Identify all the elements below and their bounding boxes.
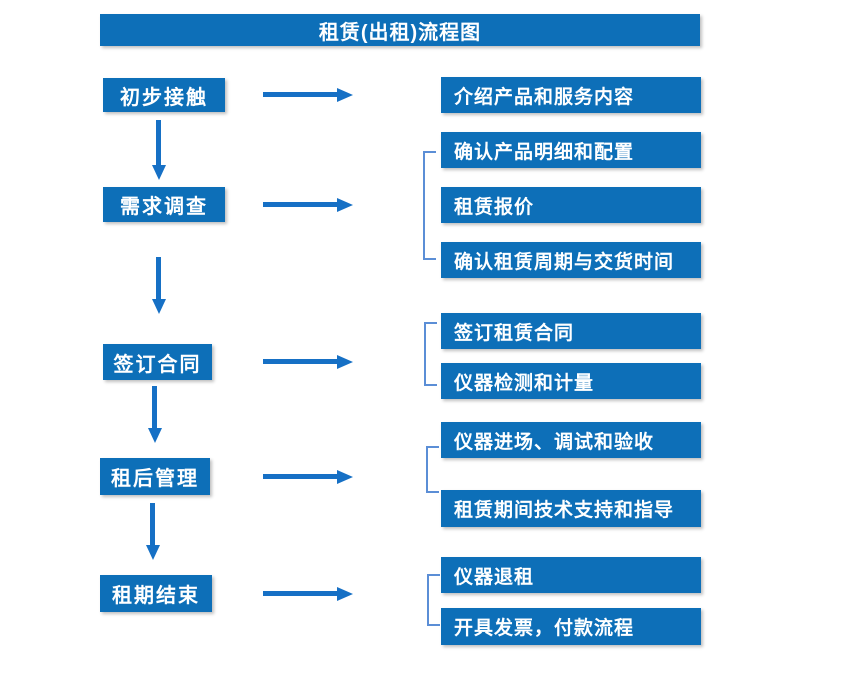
- step-sign-contract: 签订合同: [103, 344, 212, 380]
- flowchart-title-bar: 租赁(出租)流程图: [100, 14, 700, 46]
- arrow-right-icon: [263, 359, 337, 364]
- group-bracket-post-rental: [426, 446, 439, 493]
- arrow-right-icon: [263, 591, 337, 596]
- arrow-right-icon: [263, 202, 337, 207]
- arrow-right-icon: [263, 474, 337, 479]
- arrow-down-icon: [156, 257, 161, 299]
- arrow-right-icon: [263, 92, 337, 97]
- step-demand-survey: 需求调查: [103, 187, 225, 222]
- output-confirm-product-spec: 确认产品明细和配置: [441, 132, 701, 168]
- output-instrument-setup: 仪器进场、调试和验收: [441, 422, 701, 458]
- output-invoice-payment: 开具发票，付款流程: [441, 608, 701, 645]
- step-post-rental-management: 租后管理: [100, 458, 210, 495]
- arrow-down-icon: [150, 503, 155, 545]
- group-bracket-sign-contract: [424, 322, 437, 386]
- step-initial-contact: 初步接触: [103, 78, 225, 112]
- output-instrument-return: 仪器退租: [441, 557, 701, 593]
- arrow-down-icon: [152, 386, 157, 428]
- output-rental-quote: 租赁报价: [441, 187, 701, 223]
- group-bracket-demand-survey: [423, 151, 436, 260]
- flowchart-title: 租赁(出租)流程图: [318, 21, 482, 44]
- output-introduce-products: 介绍产品和服务内容: [441, 77, 701, 113]
- arrow-down-icon: [156, 120, 161, 165]
- output-confirm-period: 确认租赁周期与交货时间: [441, 242, 701, 278]
- output-instrument-testing: 仪器检测和计量: [441, 363, 701, 399]
- step-rental-end: 租期结束: [100, 575, 212, 612]
- output-sign-rental-contract: 签订租赁合同: [441, 313, 701, 349]
- group-bracket-rental-end: [427, 574, 440, 626]
- output-tech-support: 租赁期间技术支持和指导: [441, 490, 701, 527]
